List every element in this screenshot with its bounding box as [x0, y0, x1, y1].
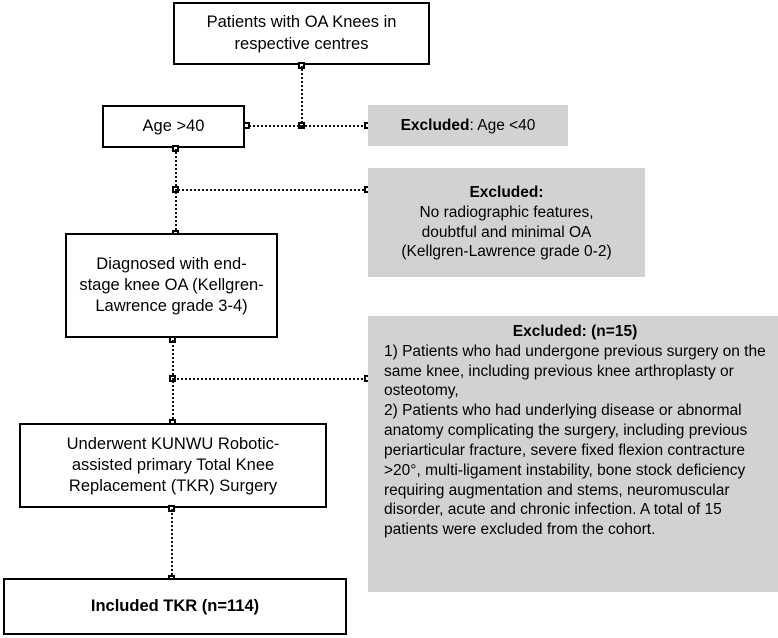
exclusion-text: Excluded: No radiographic features, doubt…: [368, 183, 645, 262]
connector-surgery-down: [171, 509, 173, 579]
node-label: Underwent KUNWU Robotic- assisted primar…: [66, 434, 280, 496]
node-patients-with-oa-knees: Patients with OA Knees in respective cen…: [173, 2, 430, 65]
connector-source-down: [301, 66, 303, 126]
exclusion-body: 1) Patients who had undergone previous s…: [384, 342, 766, 539]
exclusion-lead: Excluded: [400, 116, 470, 134]
connector-source-to-age: [246, 125, 302, 127]
node-age-over-40: Age >40: [102, 105, 245, 148]
node-label: Diagnosed with end- stage knee OA (Kellg…: [79, 254, 264, 316]
exclusion-text: Excluded: Age <40: [368, 116, 568, 136]
exclusion-body: No radiographic features, doubtful and m…: [401, 203, 612, 261]
node-included-tkr: Included TKR (n=114): [3, 578, 347, 635]
node-label: Age >40: [142, 116, 205, 135]
node-diagnosed-end-stage-oa: Diagnosed with end- stage knee OA (Kellg…: [65, 233, 278, 338]
node-underwent-kunwu-tkr: Underwent KUNWU Robotic- assisted primar…: [19, 423, 327, 508]
exclusion-surgical-criteria: Excluded: (n=15) 1) Patients who had und…: [368, 316, 778, 592]
node-label: Included TKR (n=114): [90, 596, 260, 615]
connector-age-to-excluded-age: [301, 125, 367, 127]
exclusion-title: Excluded: (n=15): [512, 323, 638, 340]
connector-diagnosed-to-excluded-surgical: [172, 378, 367, 380]
exclusion-text: Excluded: (n=15) 1) Patients who had und…: [376, 322, 772, 540]
exclusion-no-radiographic-features: Excluded: No radiographic features, doubt…: [368, 168, 645, 277]
exclusion-title: Excluded:: [469, 183, 544, 201]
exclusion-rest: : Age <40: [469, 116, 536, 134]
node-label: Patients with OA Knees in respective cen…: [206, 13, 397, 53]
exclusion-age-under-40: Excluded: Age <40: [368, 105, 568, 146]
connector-age-to-excluded-radiographic: [175, 189, 367, 191]
connector-age-down: [175, 149, 177, 237]
